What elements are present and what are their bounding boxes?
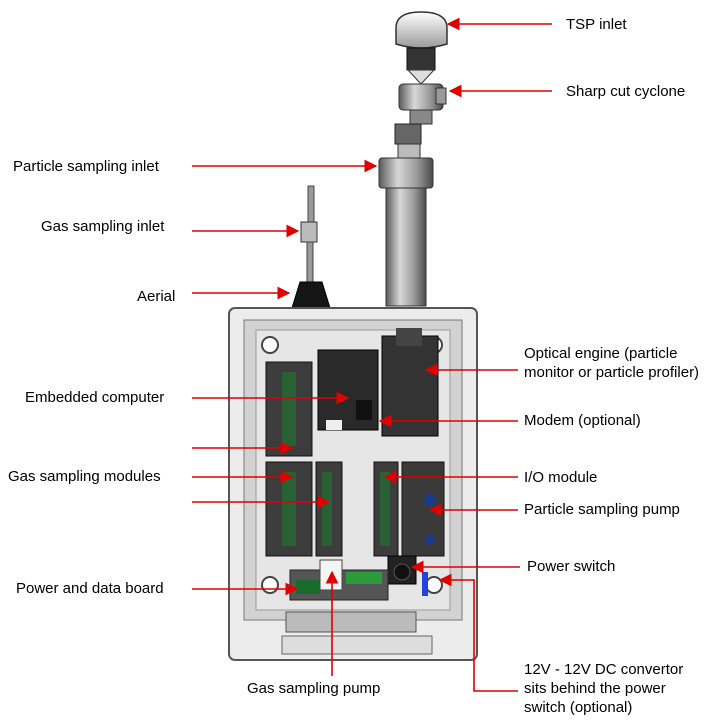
- arrow-dc-convertor: [438, 573, 518, 692]
- label-io-module: I/O module: [524, 469, 598, 486]
- embedded-computer: [317, 349, 379, 431]
- optical-engine: [381, 328, 439, 437]
- label-optical-engine-line2: monitor or particle profiler): [524, 364, 700, 381]
- gas-sampling-inlet: [300, 185, 318, 283]
- label-dc-convertor-line1: 12V - 12V DC convertor: [524, 661, 684, 678]
- callout-arrows: [192, 17, 552, 692]
- gas-sampling-module-centre: [315, 461, 343, 557]
- label-particle-sampling-inlet: Particle sampling inlet: [13, 158, 159, 175]
- label-modem: Modem (optional): [524, 412, 641, 429]
- label-power-switch: Power switch: [527, 558, 616, 575]
- label-particle-sampling-pump: Particle sampling pump: [524, 501, 680, 518]
- label-aerial: Aerial: [137, 288, 176, 305]
- label-tsp-inlet: TSP inlet: [566, 16, 627, 33]
- label-gas-sampling-modules: Gas sampling modules: [8, 468, 161, 485]
- label-dc-convertor-line2: sits behind the power: [524, 680, 666, 697]
- label-gas-sampling-inlet: Gas sampling inlet: [41, 218, 165, 235]
- label-optical-engine-line1: Optical engine (particle: [524, 345, 678, 362]
- label-embedded-computer: Embedded computer: [25, 389, 165, 406]
- gas-sampling-module-lower: [265, 461, 313, 557]
- label-sharp-cut-cyclone: Sharp cut cyclone: [566, 83, 686, 100]
- particle-sampling-pump: [401, 461, 445, 557]
- label-power-and-data-board: Power and data board: [16, 580, 164, 597]
- particle-sampling-inlet-tube: [378, 123, 434, 307]
- label-gas-sampling-pump: Gas sampling pump: [247, 680, 381, 697]
- gas-sampling-pump: [319, 559, 343, 591]
- aerial-base: [291, 281, 331, 309]
- tsp-inlet-head: [395, 11, 448, 85]
- gas-sampling-module-upper: [265, 361, 313, 457]
- sharp-cut-cyclone: [398, 83, 447, 125]
- label-dc-convertor-line3: switch (optional): [524, 699, 633, 716]
- io-module: [373, 461, 399, 557]
